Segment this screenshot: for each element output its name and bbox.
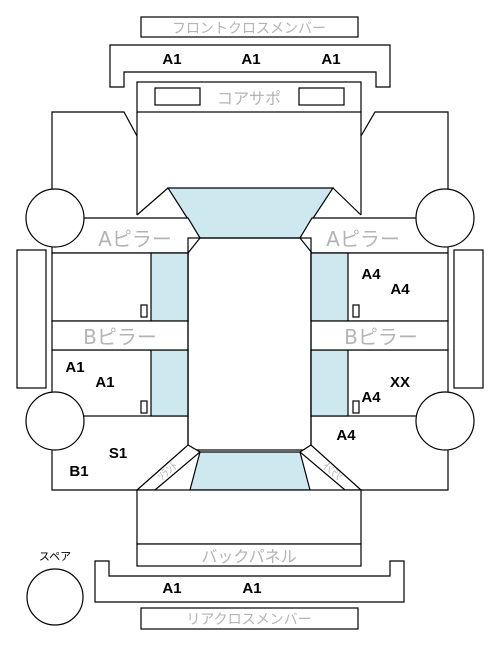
trunk-lid (136, 489, 362, 545)
left-front-door-handle (140, 304, 148, 318)
front-bumper-outline (109, 44, 391, 88)
b-pillar-right-label: Bピラー (344, 325, 418, 349)
right-a-pillar-edge (332, 187, 362, 216)
right-front-door-handle (352, 304, 360, 318)
b-pillar-left-label: Bピラー (83, 325, 157, 349)
right-front-wheel (415, 188, 475, 248)
left-front-door-glass (150, 252, 189, 322)
grade-right-front-door-1: A4 (361, 266, 381, 283)
left-front-wheel (25, 188, 85, 248)
spare-tire (26, 568, 84, 626)
b-pillar-left-bar (51, 320, 189, 351)
grade-right-rear-quarter: A4 (336, 427, 356, 444)
grade-right-rear-door-2: A4 (361, 389, 381, 406)
rear-bumper-outline (94, 560, 405, 603)
grade-front-1: A1 (162, 51, 181, 68)
right-rear-door-glass (310, 349, 349, 417)
left-rear-wheel (25, 391, 85, 451)
right-front-fender (360, 111, 449, 190)
left-side-sill (16, 249, 47, 389)
right-rear-wheel (415, 391, 475, 451)
rear-cross-member-label: リアクロスメンバー (186, 612, 311, 628)
front-cross-member-box (140, 16, 359, 38)
right-rear-door-handle (352, 400, 360, 414)
left-headlight (154, 87, 201, 106)
front-cross-member-label: フロントクロスメンバー (172, 21, 326, 37)
core-support-label: コアサポ (217, 89, 281, 108)
left-rear-door-handle (140, 400, 148, 414)
spare-label: スペア (39, 550, 71, 563)
a-pillar-left-label: Aピラー (98, 227, 172, 251)
grade-left-rear-corner: B1 (69, 463, 88, 480)
left-rear-door-glass (150, 349, 189, 417)
grade-rear-1: A1 (162, 580, 181, 597)
b-pillar-right-bar (310, 320, 449, 351)
grade-left-rear-door-1: A1 (65, 359, 84, 376)
left-a-pillar-edge (136, 187, 169, 216)
grade-left-rear-door-2: A1 (95, 374, 114, 391)
roof (187, 237, 312, 451)
right-headlight (298, 87, 345, 106)
back-panel-box (136, 543, 362, 567)
grade-right-rear-door-1: XX (390, 374, 410, 391)
grade-right-front-door-2: A4 (390, 281, 410, 298)
hood-panel (136, 112, 362, 215)
grade-front-2: A1 (241, 51, 260, 68)
rear-cross-member-box (140, 607, 359, 630)
grade-rear-2: A1 (242, 580, 261, 597)
rear-window (189, 451, 311, 491)
grade-left-rear-quarter: S1 (109, 445, 127, 462)
a-pillar-right-label: Aピラー (326, 227, 400, 251)
right-front-door-glass (310, 252, 349, 322)
back-panel-label: バックパネル (201, 547, 296, 566)
right-side-sill (453, 249, 484, 389)
grade-front-3: A1 (321, 51, 340, 68)
left-front-fender (51, 111, 138, 190)
